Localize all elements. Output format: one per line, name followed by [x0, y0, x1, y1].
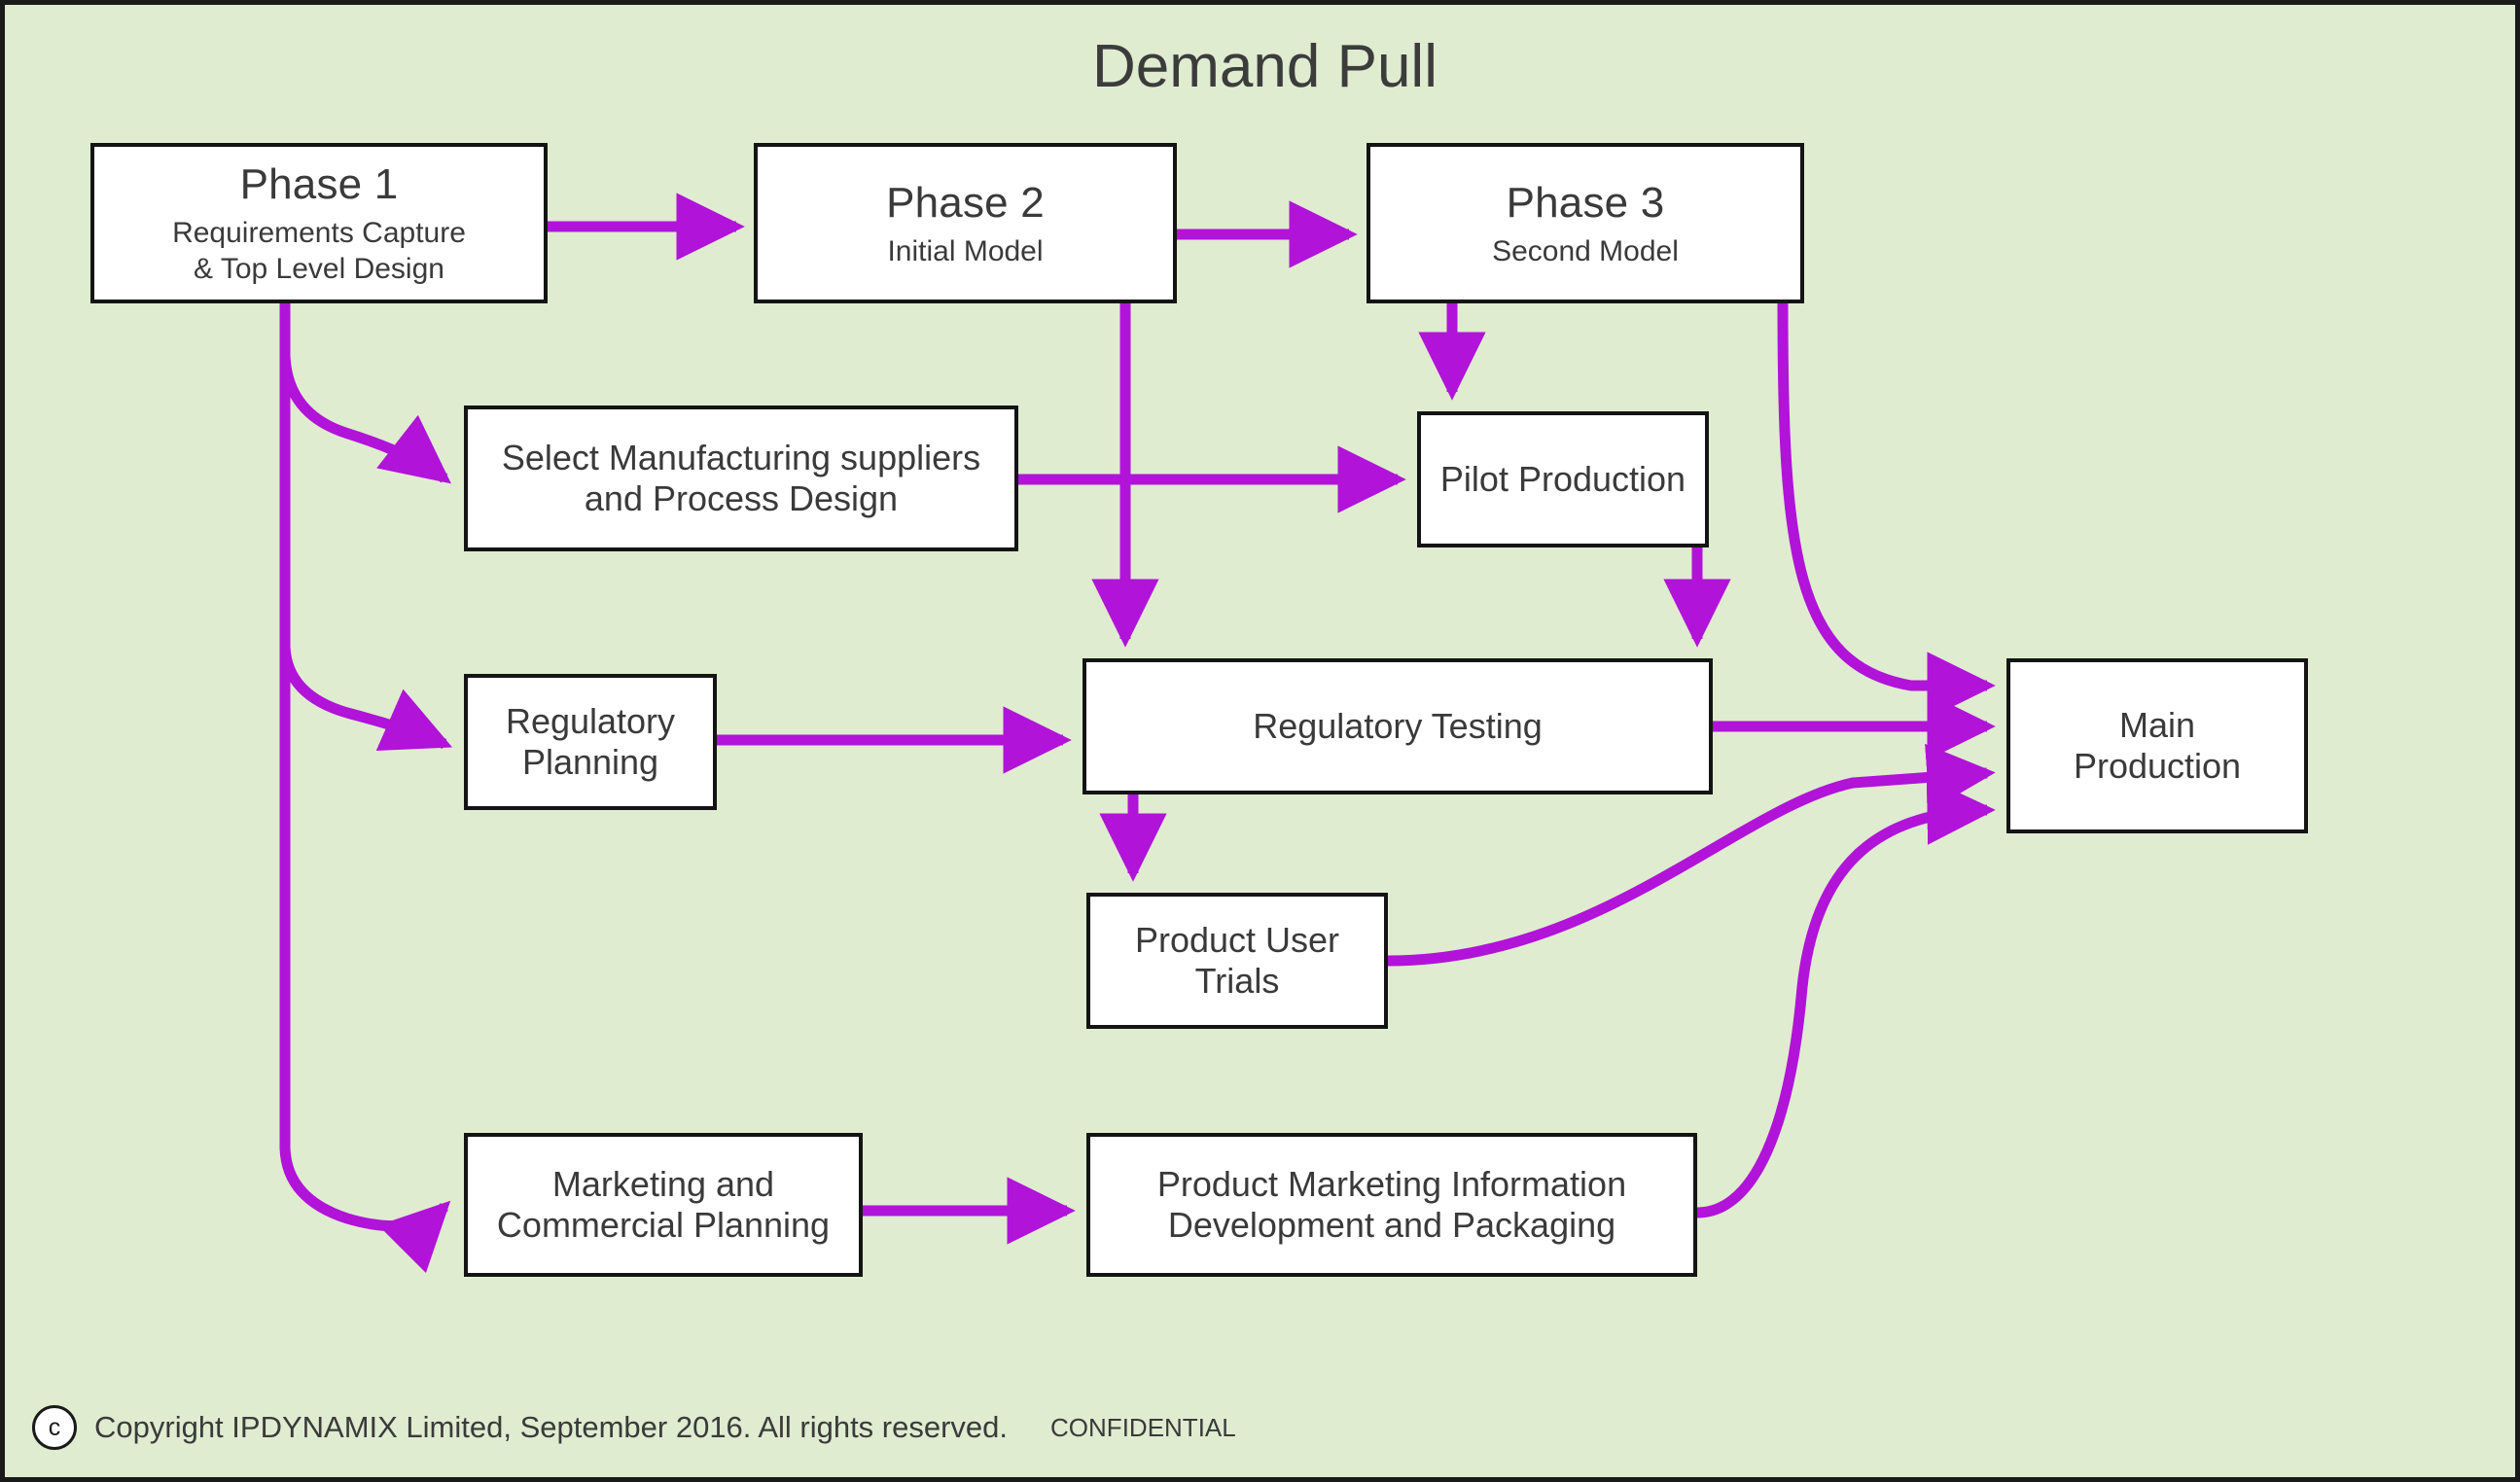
node-phase2-sub-line-1: Initial Model — [887, 234, 1044, 267]
node-marketing-line-2: Commercial Planning — [496, 1205, 831, 1245]
node-phase2[interactable]: Phase 2 Initial Model — [754, 143, 1177, 303]
node-phase3-sub-line-1: Second Model — [1492, 234, 1679, 267]
node-product-user-trials[interactable]: Product User Trials — [1086, 893, 1388, 1029]
edge-phase3-main-prod — [1777, 302, 1996, 720]
copyright-text: Copyright IPDYNAMIX Limited, September 2… — [94, 1410, 1009, 1444]
node-product-user-trials-line-2: Trials — [1194, 961, 1280, 1001]
confidential-label: CONFIDENTIAL — [1050, 1412, 1236, 1442]
node-main-production-line-1: Main — [2118, 704, 2196, 745]
copyright-icon: c — [32, 1405, 77, 1450]
node-regulatory-planning[interactable]: Regulatory Planning — [464, 674, 717, 810]
node-regulatory-testing[interactable]: Regulatory Testing — [1083, 658, 1713, 794]
node-marketing-line-1: Marketing and — [551, 1163, 775, 1204]
node-phase1-sub-line-2: & Top Level Design — [194, 253, 444, 286]
edge-pm-info-main-prod — [1696, 777, 1996, 1218]
node-pm-info-line-1: Product Marketing Information — [1156, 1163, 1627, 1204]
node-phase1-title: Phase 1 — [239, 160, 399, 209]
edge-user-trials-main-prod — [1387, 743, 1996, 967]
node-main-production-line-2: Production — [2073, 746, 2242, 786]
node-regulatory-planning-line-1: Regulatory — [505, 700, 676, 741]
page-title: Demand Pull — [1092, 33, 1437, 100]
edge-phase1-marketing — [279, 303, 451, 1274]
node-phase3[interactable]: Phase 3 Second Model — [1366, 143, 1804, 303]
node-main-production[interactable]: Main Production — [2006, 658, 2308, 833]
node-select-manufacturing-line-2: and Process Design — [584, 478, 899, 518]
node-marketing-commercial-planning[interactable]: Marketing and Commercial Planning — [464, 1133, 863, 1277]
node-product-user-trials-line-1: Product User — [1134, 919, 1340, 960]
node-regulatory-testing-line-1: Regulatory Testing — [1253, 705, 1543, 746]
node-pm-info-line-2: Development and Packaging — [1167, 1205, 1616, 1245]
footer: c Copyright IPDYNAMIX Limited, September… — [32, 1405, 1236, 1450]
node-pilot-production-line-1: Pilot Production — [1439, 458, 1686, 499]
node-select-manufacturing-line-1: Select Manufacturing suppliers — [501, 437, 981, 477]
node-product-marketing-information[interactable]: Product Marketing Information Developmen… — [1086, 1133, 1697, 1277]
node-phase2-title: Phase 2 — [886, 178, 1045, 227]
node-pilot-production[interactable]: Pilot Production — [1417, 411, 1709, 547]
edge-phase1-reg-planning — [279, 303, 453, 752]
edge-phase1-select-mfg — [279, 303, 451, 484]
node-phase1[interactable]: Phase 1 Requirements Capture & Top Level… — [90, 143, 548, 303]
node-regulatory-planning-line-2: Planning — [521, 742, 659, 782]
node-select-manufacturing[interactable]: Select Manufacturing suppliers and Proce… — [464, 406, 1018, 551]
node-phase3-title: Phase 3 — [1506, 178, 1665, 227]
node-phase1-sub-line-1: Requirements Capture — [172, 217, 466, 250]
